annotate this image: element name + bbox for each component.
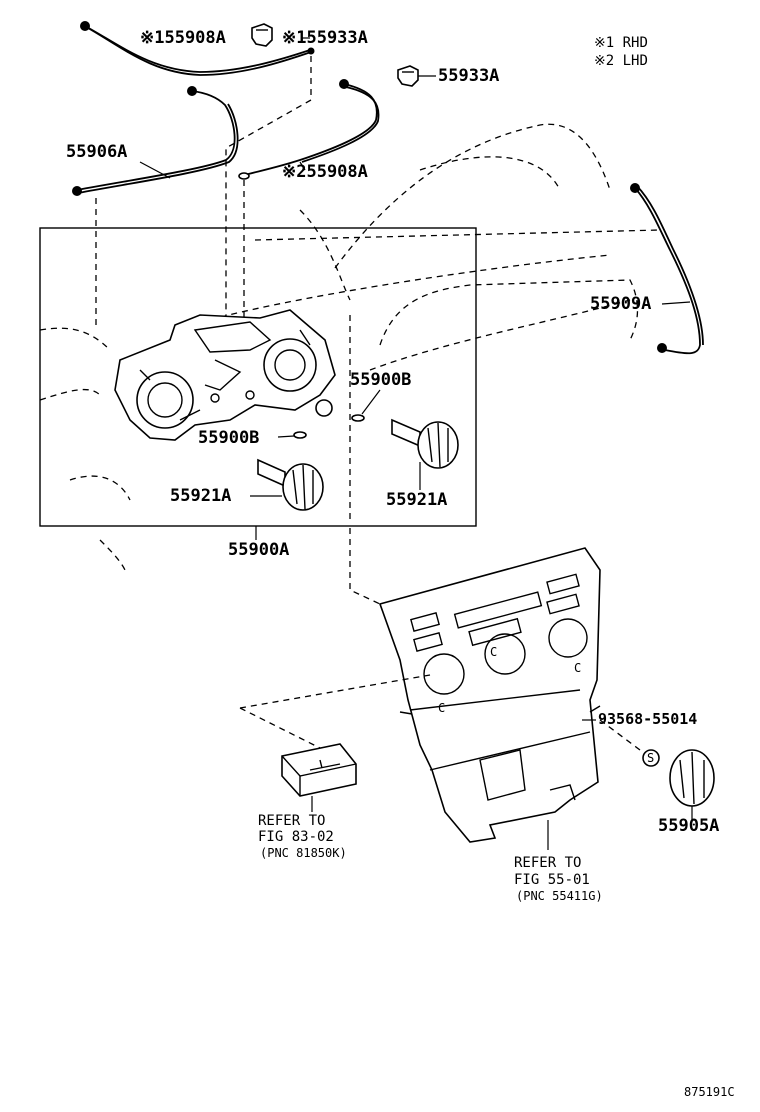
figure-id: 875191C [684,1085,735,1099]
knob-55921a-left [257,458,324,511]
dashboard-outline [39,123,661,571]
panel-ref-line1: REFER TO [514,855,582,871]
label-55900b-lower: 55900B [198,428,260,448]
cable-55909a [630,183,704,355]
legend-rhd: ※1 RHD [594,35,648,51]
switch-ref-line3: (PNC 81850K) [260,846,347,860]
clip-55900b-lower [293,431,307,439]
label-55908a-lhd: ※255908A [282,162,368,182]
legend-lhd: ※2 LHD [594,53,648,69]
switch-ref-line2: FIG 83-02 [258,829,334,845]
knob-55921a-right [391,418,459,469]
label-93568-55014: 93568-55014 [598,710,698,728]
panel-mark-c-1: C [438,701,446,715]
cable-55908a-lhd [238,79,380,180]
panel-mark-c-2: C [490,645,498,659]
label-55921a-left: 55921A [170,486,232,506]
label-55921a-right: 55921A [386,490,448,510]
switch-ref-line1: REFER TO [258,813,326,829]
label-55933a-rhd: ※155933A [282,28,368,48]
heater-control-unit [114,309,336,441]
label-55900a: 55900A [228,540,290,560]
switch-component [281,743,357,797]
label-55906a: 55906A [66,142,128,162]
cable-55908a-rhd [80,21,315,76]
label-55905a: 55905A [658,816,720,836]
screw-symbol [642,749,660,767]
cable-55906a [72,86,239,196]
clip-55900b-upper [351,414,365,422]
knob-55905a [669,749,715,807]
label-55933a: 55933A [438,66,500,86]
label-55900b-upper: 55900B [350,370,412,390]
label-55908a-rhd: ※155908A [140,28,226,48]
clip-55933a [397,65,419,87]
screw-symbol-text: S [647,751,655,765]
assembly-frame [39,227,477,527]
center-cluster-panel [378,547,601,843]
panel-ref-line2: FIG 55-01 [514,872,590,888]
clip-55933a-rhd [251,23,273,47]
label-55909a: 55909A [590,294,652,314]
panel-mark-c-3: C [574,661,582,675]
panel-ref-line3: (PNC 55411G) [516,889,603,903]
